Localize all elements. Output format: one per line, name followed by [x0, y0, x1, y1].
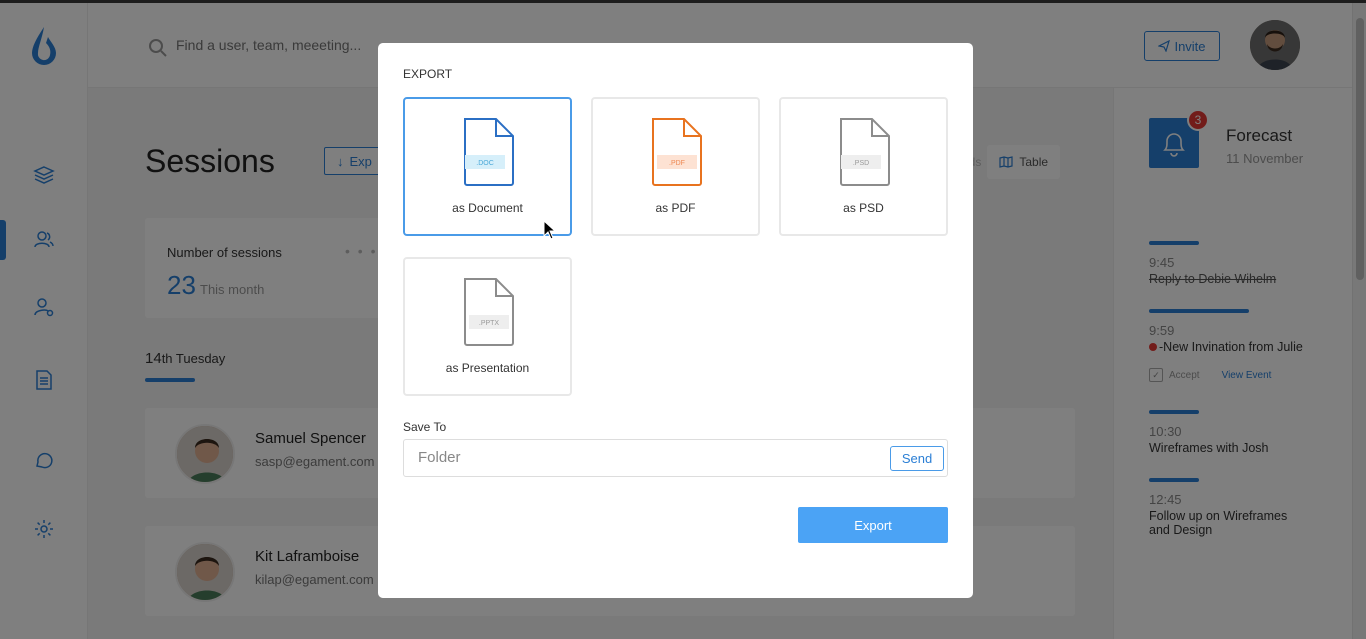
export-dialog: EXPORT .DOC as Document .PDF as PDF .PSD… [378, 43, 973, 598]
doc-ext-tag: .DOC [476, 160, 494, 167]
pptx-ext-tag: .PPTX [479, 320, 500, 327]
psd-ext-tag: .PSD [853, 160, 869, 167]
psd-file-icon: .PSD [840, 118, 890, 186]
save-to-label: Save To [403, 420, 447, 434]
save-to-field: Send [403, 439, 948, 477]
pdf-ext-tag: .PDF [669, 160, 685, 167]
pdf-file-icon: .PDF [652, 118, 702, 186]
option-label: as Presentation [445, 361, 530, 375]
export-button[interactable]: Export [798, 507, 948, 543]
mouse-cursor-icon [543, 220, 557, 240]
option-label: as PSD [843, 201, 884, 215]
dialog-title: EXPORT [403, 67, 453, 81]
send-button[interactable]: Send [890, 446, 944, 471]
option-label: as Document [452, 201, 523, 215]
export-option-pdf[interactable]: .PDF as PDF [591, 97, 760, 236]
option-label: as PDF [655, 201, 696, 215]
export-option-document[interactable]: .DOC as Document [403, 97, 572, 236]
folder-input[interactable] [418, 449, 858, 466]
doc-file-icon: .DOC [464, 118, 514, 186]
export-option-presentation[interactable]: .PPTX as Presentation [403, 257, 572, 396]
export-option-psd[interactable]: .PSD as PSD [779, 97, 948, 236]
pptx-file-icon: .PPTX [464, 278, 514, 346]
